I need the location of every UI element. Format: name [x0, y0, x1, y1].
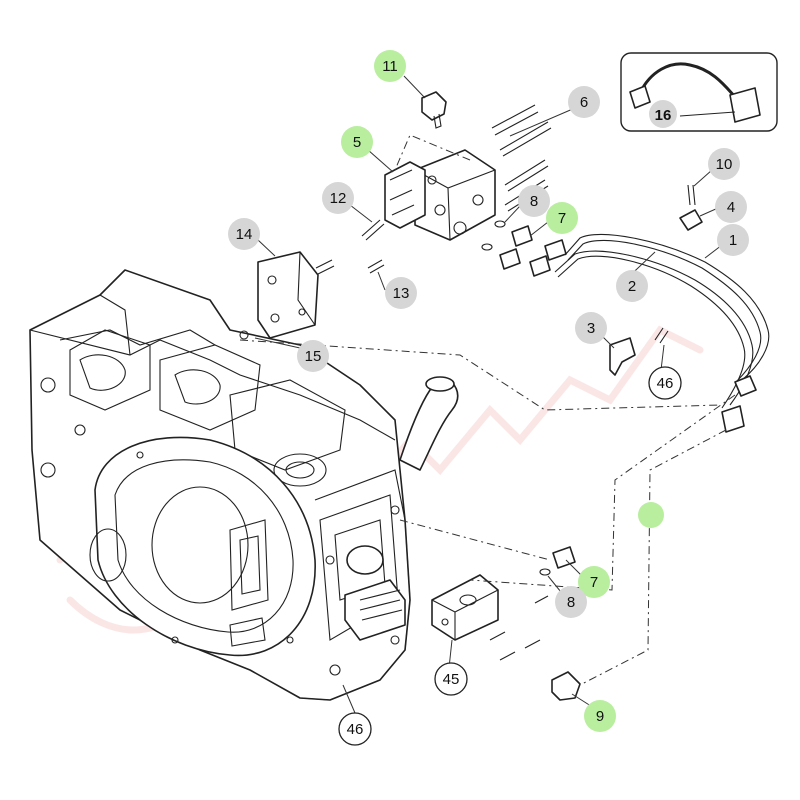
callout-badge — [518, 185, 550, 217]
callouts: 11 6 5 12 8 7 10 4 1 14 2 13 3 15 46 7 8… — [228, 50, 749, 746]
callout-label: 8 — [567, 594, 575, 611]
callout-badge — [341, 126, 373, 158]
callout-16: 16 — [649, 100, 677, 128]
oring-8-bottom — [539, 568, 551, 576]
callout-8-bottom: 8 — [555, 586, 587, 618]
fitting-7-bottom — [552, 546, 576, 569]
callout-badge — [648, 366, 682, 400]
valve-block — [384, 149, 496, 241]
callout-unlabeled — [638, 502, 664, 528]
callout-11: 11 — [374, 50, 406, 82]
callout-badge — [575, 312, 607, 344]
callout-badge — [338, 712, 372, 746]
callout-label: 13 — [393, 285, 410, 302]
screw-13 — [367, 259, 385, 274]
callout-badge — [546, 202, 578, 234]
callout-label: 7 — [558, 210, 566, 227]
callout-label: 46 — [347, 721, 364, 738]
callout-badge — [322, 182, 354, 214]
callout-5: 5 — [341, 126, 373, 158]
pump-cover-45 — [431, 574, 549, 661]
callout-10: 10 — [708, 148, 740, 180]
callout-1: 1 — [717, 224, 749, 256]
screw-10 — [687, 184, 696, 206]
callout-label: 45 — [443, 671, 460, 688]
fittings-top — [481, 220, 567, 277]
transmission-housing — [29, 269, 459, 701]
cover-plate-14 — [257, 251, 335, 339]
centerlines — [239, 134, 736, 686]
callout-label: 12 — [330, 190, 347, 207]
callout-badge — [638, 502, 664, 528]
callout-label: 16 — [655, 107, 672, 124]
callout-7-bottom: 7 — [578, 566, 610, 598]
screw-12 — [361, 219, 385, 241]
callout-label: 5 — [353, 134, 361, 151]
callout-label: 2 — [628, 278, 636, 295]
callout-badge — [584, 700, 616, 732]
callout-46-bottom: 46 — [338, 712, 372, 746]
callout-badge — [374, 50, 406, 82]
callout-label: 1 — [729, 232, 737, 249]
callout-badge — [717, 224, 749, 256]
callout-label: 3 — [587, 320, 595, 337]
callout-label: 46 — [657, 375, 674, 392]
callout-label: 9 — [596, 708, 604, 725]
callout-label: 4 — [727, 199, 735, 216]
callout-badge — [297, 340, 329, 372]
elbow-fitting-9 — [551, 671, 581, 701]
callout-badge — [228, 218, 260, 250]
callout-8-top: 8 — [518, 185, 550, 217]
callout-6: 6 — [568, 86, 600, 118]
callout-badge — [555, 586, 587, 618]
callout-2: 2 — [616, 270, 648, 302]
clamp-4 — [679, 209, 703, 231]
callout-13: 13 — [385, 277, 417, 309]
callout-badge — [385, 277, 417, 309]
callout-label: 8 — [530, 193, 538, 210]
callout-14: 14 — [228, 218, 260, 250]
callout-badge — [708, 148, 740, 180]
callout-badge — [578, 566, 610, 598]
callout-label: 15 — [305, 348, 322, 365]
inset-box-16 — [620, 52, 778, 132]
callout-9: 9 — [584, 700, 616, 732]
callout-badge — [649, 100, 677, 128]
callout-46-right: 46 — [648, 366, 682, 400]
callout-label: 14 — [236, 226, 253, 243]
washer-15 — [239, 330, 249, 340]
bracket-3 — [609, 337, 636, 376]
elbow-fitting-11 — [421, 91, 447, 129]
callout-label: 11 — [382, 58, 398, 75]
callout-badge — [616, 270, 648, 302]
callout-label: 10 — [716, 156, 733, 173]
callout-12: 12 — [322, 182, 354, 214]
callout-15: 15 — [297, 340, 329, 372]
callout-7-top: 7 — [546, 202, 578, 234]
callout-badge — [434, 662, 468, 696]
bolt-46 — [654, 327, 669, 344]
callout-45: 45 — [434, 662, 468, 696]
callout-label: 6 — [580, 94, 588, 111]
callout-badge — [715, 191, 747, 223]
callout-3: 3 — [575, 312, 607, 344]
callout-4: 4 — [715, 191, 747, 223]
callout-label: 7 — [590, 574, 598, 591]
callout-badge — [568, 86, 600, 118]
hydraulic-pipes — [554, 233, 770, 433]
